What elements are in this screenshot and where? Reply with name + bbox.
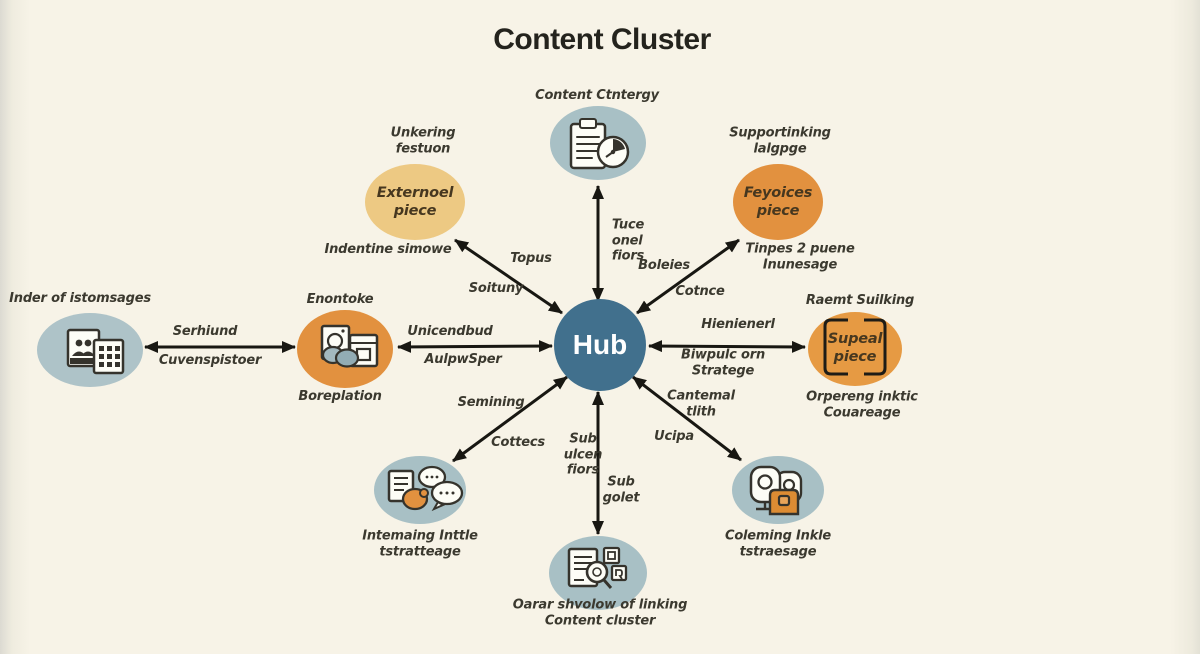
edge-label-cuvenspistoer: Cuvenspistoer — [158, 353, 262, 369]
edge-label-cantemal: Cantemal tlith — [667, 388, 735, 419]
arrow-hub-to-right — [648, 340, 806, 353]
right-caption-below: Orpereng inktic Couareage — [806, 389, 918, 420]
edge-label-sub-right: Sub golet — [602, 474, 640, 505]
edge-label-sub-left: Sub ulcen fiors — [563, 431, 603, 478]
arrow-hub-to-top-left — [454, 238, 563, 315]
edge-label-cottecs: Cottecs — [491, 435, 545, 451]
top-node-caption: Content Ctntergy — [535, 88, 659, 104]
arrow-hub-to-top-right — [636, 238, 740, 315]
top-right-caption-above: Supportinking lalgpge — [729, 125, 831, 156]
top-right-caption-below: Tinpes 2 puene Inunesage — [745, 241, 855, 272]
right-node-text: Supeal piece — [827, 330, 883, 365]
edge-label-aulpwsper: AulpwSper — [424, 352, 502, 368]
bracket-frame-icon — [823, 318, 887, 376]
left-node-caption: Inder of istomsages — [9, 291, 151, 307]
edge-label-cotnce: Cotnce — [675, 284, 725, 300]
edge-label-boleies: Boleies — [638, 258, 690, 274]
edge-label-biwpulc: Biwpulc orn Stratege — [680, 347, 766, 378]
arrow-hub-to-midleft — [397, 340, 553, 353]
edge-label-ucipa: Ucipa — [654, 429, 694, 445]
top-right-node-text: Feyoices piece — [743, 184, 813, 219]
diagram-title: Content Cluster — [493, 23, 711, 56]
right-node-ellipse — [808, 312, 902, 386]
arrow-hub-to-bottom-left — [452, 375, 568, 463]
edge-label-soituny: Soituny — [468, 281, 524, 297]
bottom-node-caption: Oarar shvolow of linking Content cluster — [512, 597, 688, 628]
document-magnifier-icon — [567, 546, 628, 589]
top-left-node-text: Externoel piece — [376, 184, 454, 219]
bottom-left-caption: Intemaing Inttle tstratteage — [362, 528, 478, 559]
bottom-right-caption: Coleming Inkle tstraesage — [724, 528, 832, 559]
top-left-caption-below: Indentine simowe — [324, 242, 452, 258]
edge-label-unicendbud: Unicendbud — [407, 324, 493, 340]
chat-bubbles-icon — [387, 465, 464, 512]
top-left-node-ellipse — [365, 164, 465, 240]
mid-left-caption-below: Boreplation — [298, 389, 382, 405]
top-right-node-ellipse — [733, 164, 823, 240]
washer-chat-window-icon — [320, 324, 379, 368]
edge-label-hienienerl: Hienienerl — [701, 317, 775, 333]
top-left-caption-above: Unkering festuon — [390, 125, 456, 156]
edge-label-semining: Semining — [457, 395, 525, 411]
mid-left-caption-above: Enontoke — [306, 292, 374, 308]
clipboard-clock-icon — [569, 118, 630, 170]
edge-label-topus: Topus — [510, 251, 552, 267]
edge-label-north: Tuce onel fiors — [611, 217, 645, 264]
hub-label: Hub — [572, 329, 628, 360]
right-caption-above: Raemt Suilking — [805, 293, 915, 309]
hub-circle — [554, 299, 646, 391]
connector-arrows — [144, 185, 806, 535]
arrow-hub-to-bottom-right — [632, 375, 742, 462]
profiles-tag-icon — [749, 465, 803, 516]
audience-panels-icon — [66, 328, 125, 375]
edge-label-serhiund: Serhiund — [172, 324, 238, 340]
